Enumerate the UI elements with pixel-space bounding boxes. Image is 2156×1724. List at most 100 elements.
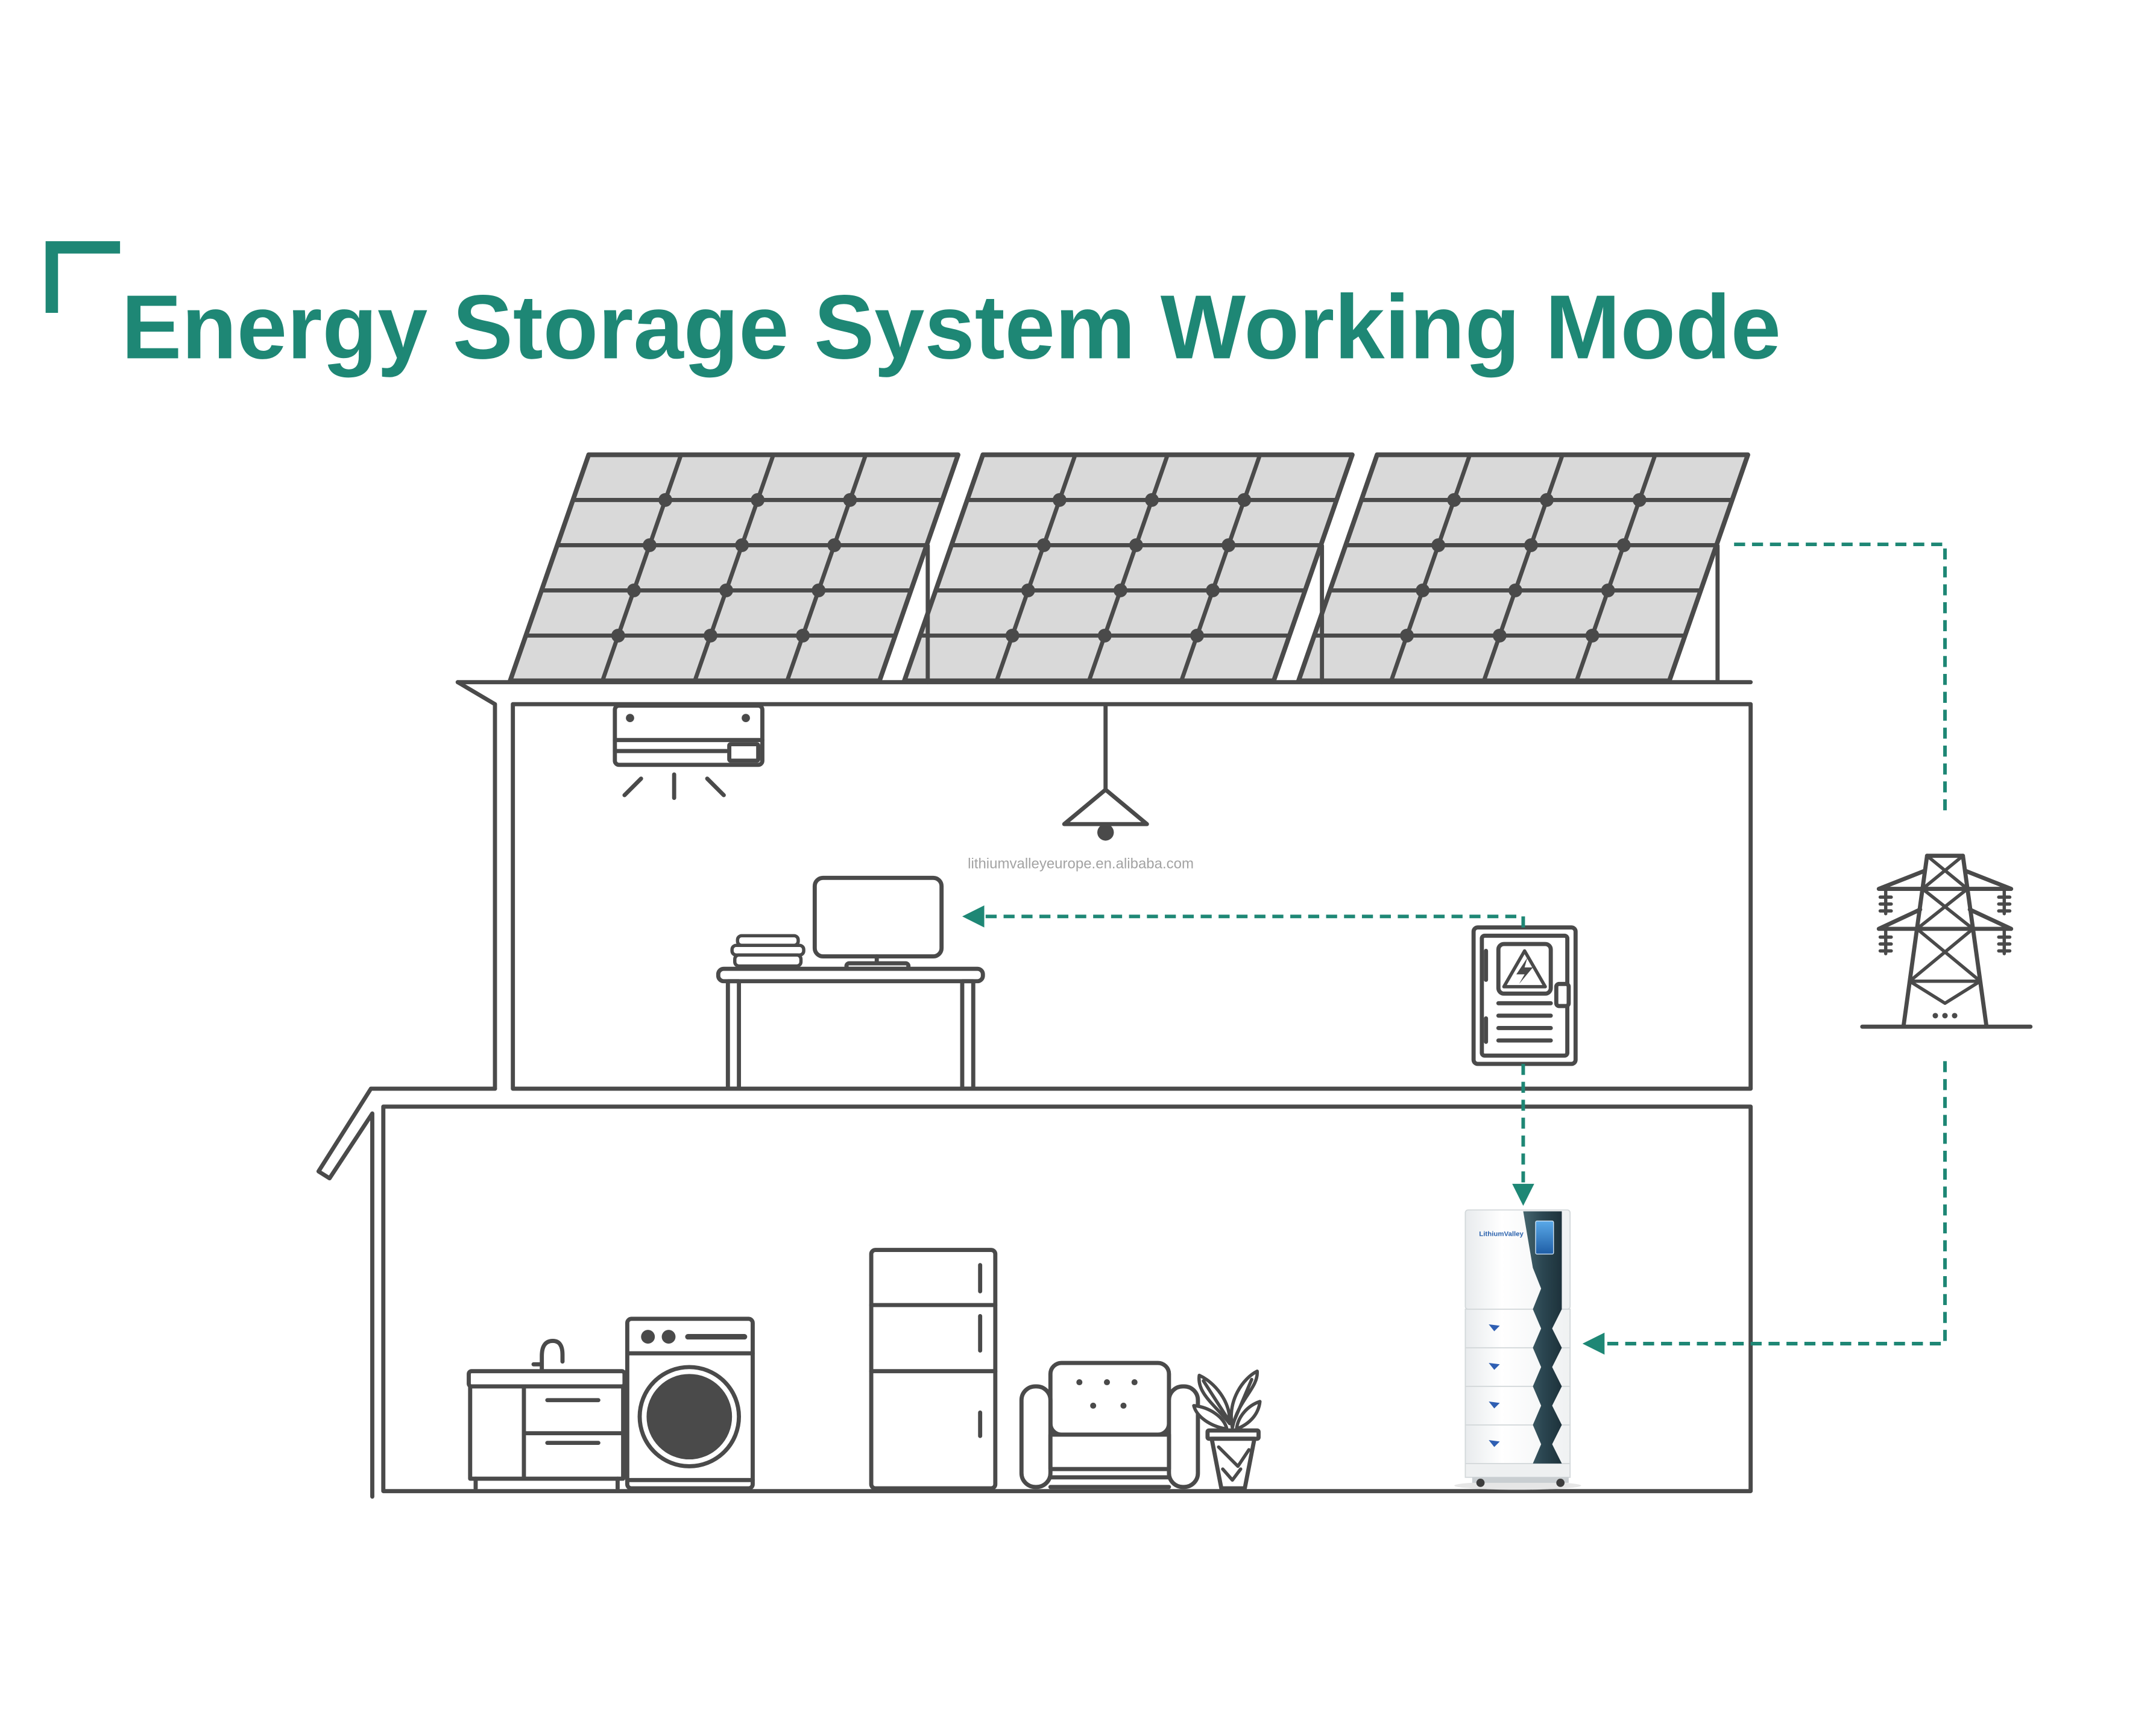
leaf: [1197, 1373, 1232, 1426]
washer-door: [637, 1365, 742, 1468]
ceiling-lamp-icon: [1062, 703, 1149, 841]
panel-cell-joint: [796, 628, 810, 643]
panel-cell-joint: [1052, 492, 1067, 507]
tower-door-dot: [1932, 1013, 1938, 1019]
ac-display: [727, 742, 761, 763]
chair-arm-left: [1019, 1384, 1053, 1490]
watermark: lithiumvalleyeurope.en.alibaba.com: [968, 855, 1194, 872]
panel-support-legs: [925, 543, 1720, 685]
panel-cell-joint: [1005, 628, 1020, 643]
solar-panel-icon: [508, 452, 960, 684]
panel-cell-joint: [812, 583, 826, 597]
chair-arm-right: [1167, 1384, 1200, 1490]
panel-cell-joint: [626, 583, 641, 597]
chair-base: [1048, 1475, 1171, 1490]
air-conditioner-icon: [613, 703, 764, 801]
panel-cell-joint: [1585, 628, 1600, 643]
monitor-screen: [812, 875, 944, 959]
panel-cell-joint: [1540, 492, 1554, 507]
fridge-compartments: [869, 1303, 998, 1374]
panel-grid-column: [1179, 453, 1262, 683]
tower-bracing: [1908, 854, 1982, 1005]
panel-grid-column: [994, 453, 1077, 683]
pot-pattern: [1217, 1445, 1251, 1482]
tower-door-dot: [1942, 1013, 1948, 1019]
ac-screw-left: [626, 714, 634, 722]
panel-cell-joint: [1400, 628, 1414, 643]
arrowhead-battery-from-grid: [1582, 1332, 1605, 1355]
battery-screen: [1535, 1220, 1554, 1255]
faucet: [531, 1339, 565, 1374]
ac-screw-right: [742, 714, 750, 722]
drawer-handles: [545, 1398, 600, 1446]
lightning-icon: [1516, 957, 1533, 984]
monitor-icon: [812, 875, 944, 971]
desk-leg-left: [725, 979, 742, 1091]
panel-cell-joint: [1036, 538, 1051, 552]
panel-cell-joint: [1129, 538, 1143, 552]
flow-panel-to-monitor: [984, 914, 1525, 928]
leaf: [1235, 1400, 1262, 1431]
panel-cell-joint: [658, 492, 672, 507]
panel-cell-joint: [1097, 628, 1112, 643]
ac-airflow: [622, 772, 726, 801]
page-title: Energy Storage System Working Mode: [121, 275, 1781, 377]
book: [733, 953, 803, 968]
chair-seat: [1048, 1432, 1171, 1471]
panel-cell-joint: [735, 538, 749, 552]
upper-outer-wall: [455, 680, 497, 1091]
chair-button: [1076, 1379, 1083, 1386]
kitchen-sink-icon: [467, 1339, 627, 1491]
house-outline: [316, 680, 1753, 1499]
books-icon: [730, 934, 805, 968]
chair-button: [1120, 1402, 1127, 1409]
title-block: Energy Storage System Working Mode: [45, 241, 1781, 377]
solar-panel-icon: [1296, 452, 1750, 684]
panel-cell-joint: [1145, 492, 1159, 507]
washing-machine-icon: [625, 1317, 755, 1491]
upper-floor-room: [511, 702, 1753, 1091]
chair-back: [1048, 1361, 1171, 1437]
solar-array: [508, 452, 1750, 685]
battery-base: [1464, 1462, 1571, 1478]
panel-cell-joint: [1431, 538, 1446, 552]
panel-cell-joint: [1206, 583, 1220, 597]
panel-cell-joint: [827, 538, 842, 552]
panel-cell-joint: [1113, 583, 1127, 597]
desk-icon: [716, 966, 985, 1091]
armchair-icon: [1019, 1361, 1200, 1490]
solar-panel-icon: [902, 452, 1355, 684]
panel-grid-column: [693, 453, 776, 683]
panel-latch: [1554, 981, 1571, 1008]
ac-body: [613, 703, 764, 767]
lower-crossarm: [1876, 907, 2014, 931]
panel-grid-column: [785, 453, 868, 683]
washer-knob: [641, 1330, 655, 1344]
battery-wheel: [1476, 1479, 1485, 1487]
panel-cell-joint: [1237, 492, 1252, 507]
electrical-panel-icon: [1471, 925, 1578, 1066]
washer-knob: [661, 1330, 676, 1344]
arrowhead-battery-from-panel: [1512, 1183, 1534, 1206]
leaf: [1192, 1404, 1229, 1431]
panel-cell-joint: [843, 492, 857, 507]
chair-button: [1131, 1379, 1138, 1386]
panel-cell-joint: [611, 628, 625, 643]
desk-top: [716, 966, 985, 984]
lower-eave-and-wall: [316, 1086, 497, 1499]
panel-cell-joint: [1447, 492, 1461, 507]
panel-grid-column: [600, 453, 684, 683]
leaf: [1229, 1369, 1259, 1430]
panel-grid-column: [1389, 453, 1472, 683]
corner-bracket-icon: [45, 241, 121, 313]
energy-flows: [962, 543, 1947, 1355]
upper-crossarm: [1876, 869, 2014, 892]
arrowhead-monitor: [962, 905, 985, 928]
cabinet-doors: [522, 1384, 625, 1481]
panel-grid-column: [1481, 453, 1565, 683]
flow-grid-to-battery: [1603, 1061, 1947, 1345]
lower-floor-room: [381, 1104, 1753, 1494]
tower-legs: [1901, 854, 1989, 1028]
warning-triangle-icon: [1502, 949, 1547, 989]
refrigerator-icon: [869, 1248, 998, 1491]
